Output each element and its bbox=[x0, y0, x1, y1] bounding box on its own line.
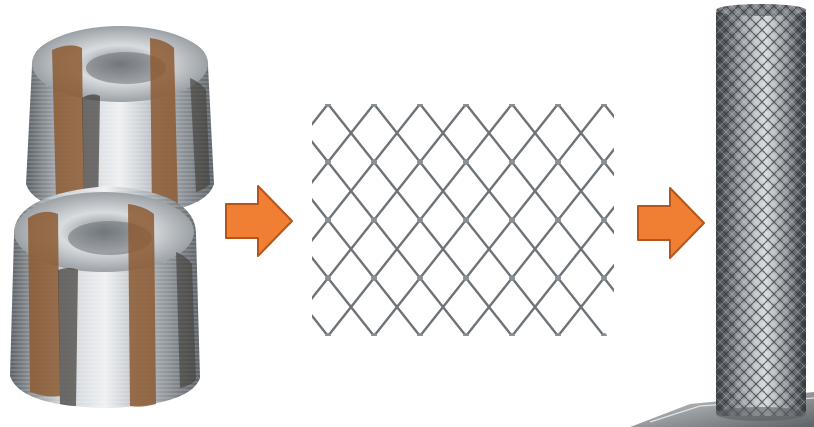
lower-wire-coil bbox=[10, 186, 200, 408]
rolled-mesh-cylinder bbox=[716, 4, 806, 421]
chain-link-mesh-icon bbox=[312, 104, 614, 336]
right-arrow-icon bbox=[224, 184, 294, 258]
wire-coil-icon bbox=[0, 8, 230, 418]
mesh-roll-icon bbox=[630, 0, 814, 427]
